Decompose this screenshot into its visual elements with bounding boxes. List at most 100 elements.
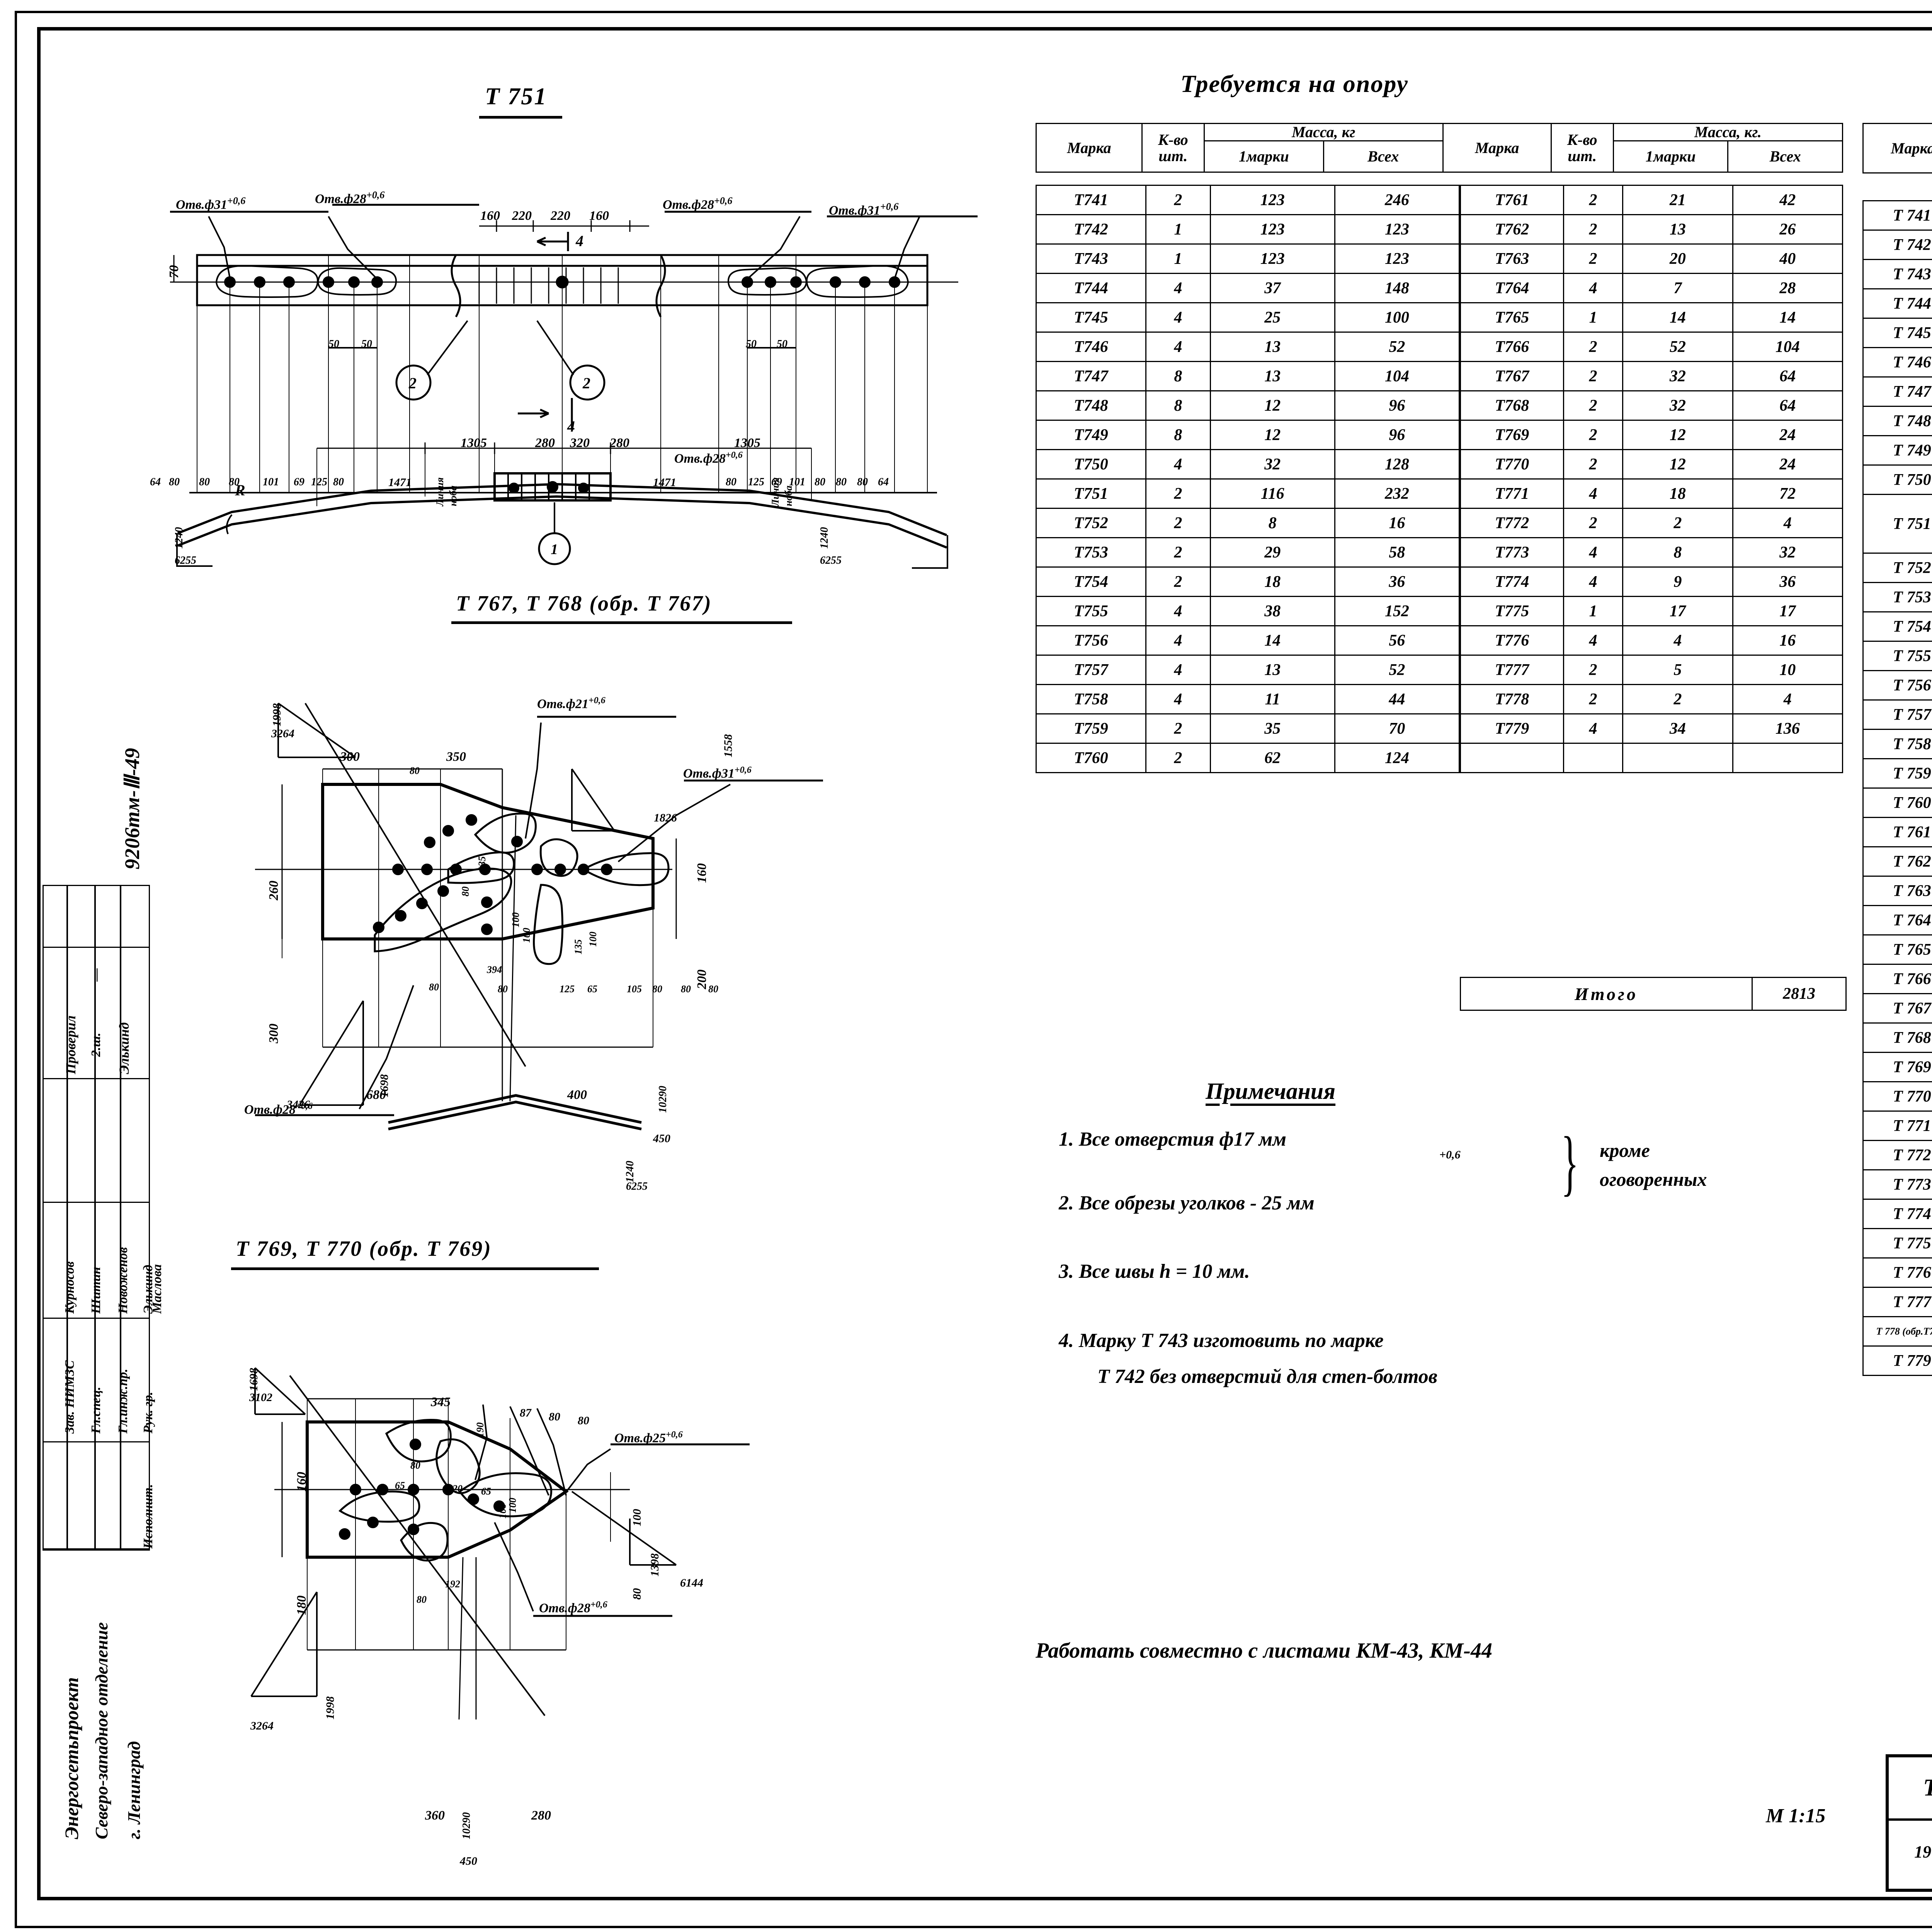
req-cell-vseh: 246 bbox=[1334, 185, 1460, 215]
req-cell-kvo: 2 bbox=[1145, 713, 1211, 744]
req-cell-kvo: 4 bbox=[1563, 273, 1624, 303]
table-row: Т 771— 490×10600117,71818 bbox=[1862, 1111, 1932, 1141]
req-cell-vseh: 72 bbox=[1732, 478, 1844, 509]
dim-t767-h-9: 105 bbox=[627, 983, 642, 995]
dim-t767-corner-0: 1240 bbox=[624, 1161, 636, 1182]
table-row: Т 746L 50×53400112,81313 bbox=[1862, 347, 1932, 378]
req-cell-kvo: 4 bbox=[1563, 478, 1624, 509]
req-cell-vseh: 26 bbox=[1732, 214, 1844, 245]
req-cell-marka: Т742 bbox=[1036, 214, 1146, 245]
req-cell-vseh: 64 bbox=[1732, 361, 1844, 391]
req-cell-marka: Т756 bbox=[1036, 625, 1146, 656]
table-row: Т 756L 50×53620113,61414 bbox=[1862, 670, 1932, 701]
req-cell-odna: 20 bbox=[1622, 243, 1733, 274]
req-cell-kvo: 2 bbox=[1563, 361, 1624, 391]
dim-t751-sub-1: 280 bbox=[535, 436, 555, 450]
dim-t769-tr-2: 80 bbox=[578, 1414, 589, 1427]
spec-cell-marka: Т 741 bbox=[1862, 200, 1932, 231]
req-hdr-kvo-l2: шт. bbox=[1158, 147, 1188, 165]
spec-cell-marka: Т 776 bbox=[1862, 1257, 1932, 1288]
spec-cell-marka: Т 761 bbox=[1862, 817, 1932, 847]
req-hdr-odna-right: 1марки bbox=[1612, 140, 1729, 173]
table-row: Т 773— 350×1039018,288 bbox=[1862, 1169, 1932, 1200]
req-cell-odna: 12 bbox=[1209, 420, 1335, 450]
dim-t767-h-11: 80 bbox=[681, 983, 691, 995]
tb-year: 1976 г. bbox=[1914, 1842, 1932, 1861]
req-cell-marka: Т761 bbox=[1460, 185, 1564, 215]
notes-brace-text: кроме оговоренных bbox=[1600, 1136, 1707, 1194]
req-cell-kvo: 2 bbox=[1563, 420, 1624, 450]
req-cell-vseh: 104 bbox=[1334, 361, 1460, 391]
callout-t751-3: Отв.ф31+0,6 bbox=[829, 201, 899, 218]
table-row: Т 763L 80×62690119,82020 bbox=[1862, 876, 1932, 906]
dim-t769-tr-0: 87 bbox=[520, 1406, 531, 1419]
dim-t767-bot-0: 680 bbox=[366, 1088, 386, 1102]
work-with-note: Работать совместно с листами КМ-43, КМ-4… bbox=[1036, 1639, 1492, 1663]
req-cell-kvo: 2 bbox=[1145, 537, 1211, 568]
dim-t769-h-7: 192 bbox=[445, 1578, 460, 1590]
req-cell-odna: 13 bbox=[1209, 655, 1335, 685]
req-hdr-massa-left: Масса, кг bbox=[1203, 123, 1444, 141]
req-cell-odna: 4 bbox=[1622, 625, 1733, 656]
req-cell-odna: 25 bbox=[1209, 302, 1335, 333]
callout-t769-1: Отв.ф28+0,6 bbox=[539, 1600, 607, 1616]
dim-t769-h-6: 100 bbox=[507, 1498, 518, 1513]
dim-t751-sub-2: 320 bbox=[570, 436, 590, 450]
org-line-2: Северо-западное отделение bbox=[92, 1622, 111, 1839]
req-cell-odna: 2 bbox=[1622, 508, 1733, 538]
spec-cell-marka: Т 746 bbox=[1862, 347, 1932, 378]
req-cell-marka: Т758 bbox=[1036, 684, 1146, 714]
req-hdr-kvo-l1: К-во bbox=[1158, 131, 1188, 148]
dim-t751-br-1: 125 bbox=[748, 476, 764, 488]
req-cell-marka: Т760 bbox=[1036, 743, 1146, 773]
doc-number: 9206тм-Ⅲ-49 bbox=[121, 748, 144, 869]
spec-cell-marka: Т 744 bbox=[1862, 288, 1932, 319]
label-t751-nova-right: ноба bbox=[783, 485, 794, 506]
spec-cell-marka: Т 771 bbox=[1862, 1111, 1932, 1141]
spec-cell-marka: Т 750 bbox=[1862, 464, 1932, 495]
spec-cell-marka: Т 779 bbox=[1862, 1345, 1932, 1376]
req-cell-kvo: 2 bbox=[1563, 185, 1624, 215]
notes-block: Примечания 1. Все отверстия ф17 мм +0,6 … bbox=[1059, 1078, 1832, 1388]
spec-cell-marka: Т 755 bbox=[1862, 641, 1932, 671]
table-row: Т 767— 560×101080132,23232 bbox=[1862, 993, 1932, 1024]
req-cell-kvo: 4 bbox=[1563, 537, 1624, 568]
spec-cell-marka: Т 768 bbox=[1862, 1022, 1932, 1053]
dim-t751-top-0: 160 bbox=[480, 209, 500, 223]
req-cell-kvo: 4 bbox=[1145, 273, 1211, 303]
note-1-tolerance: +0,6 bbox=[1439, 1148, 1461, 1161]
dim-t751-50a: 50 bbox=[328, 338, 339, 350]
stamp-name-4: Маслова bbox=[150, 1264, 164, 1314]
req-cell-kvo: 4 bbox=[1563, 566, 1624, 597]
table-row: Т 777— 200×1620015,155гиб bbox=[1862, 1287, 1932, 1317]
dim-t751-br-2: 69 bbox=[771, 476, 782, 488]
required-table-total: Итого 2813 bbox=[1460, 977, 1847, 1011]
dim-t769-bot-0: 360 bbox=[425, 1808, 445, 1823]
req-hdr-massa-right: Масса, кг. bbox=[1612, 123, 1844, 141]
dim-t767-bot-1: 400 bbox=[567, 1088, 587, 1102]
dim-t751-50d: 50 bbox=[777, 338, 787, 350]
req-cell-kvo: 2 bbox=[1145, 508, 1211, 538]
dim-t751-br-7: 64 bbox=[878, 476, 889, 488]
dim-t769-h-8: 80 bbox=[417, 1594, 427, 1605]
req-cell-odna: 5 bbox=[1622, 655, 1733, 685]
req-cell-marka: Т777 bbox=[1460, 655, 1564, 685]
spec-cell-marka: Т 769 bbox=[1862, 1052, 1932, 1082]
dim-t767-lv-1: 300 bbox=[267, 1024, 281, 1043]
dim-t767-h-2: 394 bbox=[487, 964, 502, 975]
required-table-title: Требуется на опору bbox=[1180, 70, 1408, 97]
dim-t767-h-7: 125 bbox=[560, 983, 575, 995]
figure-t769-drawing bbox=[240, 1325, 819, 1735]
